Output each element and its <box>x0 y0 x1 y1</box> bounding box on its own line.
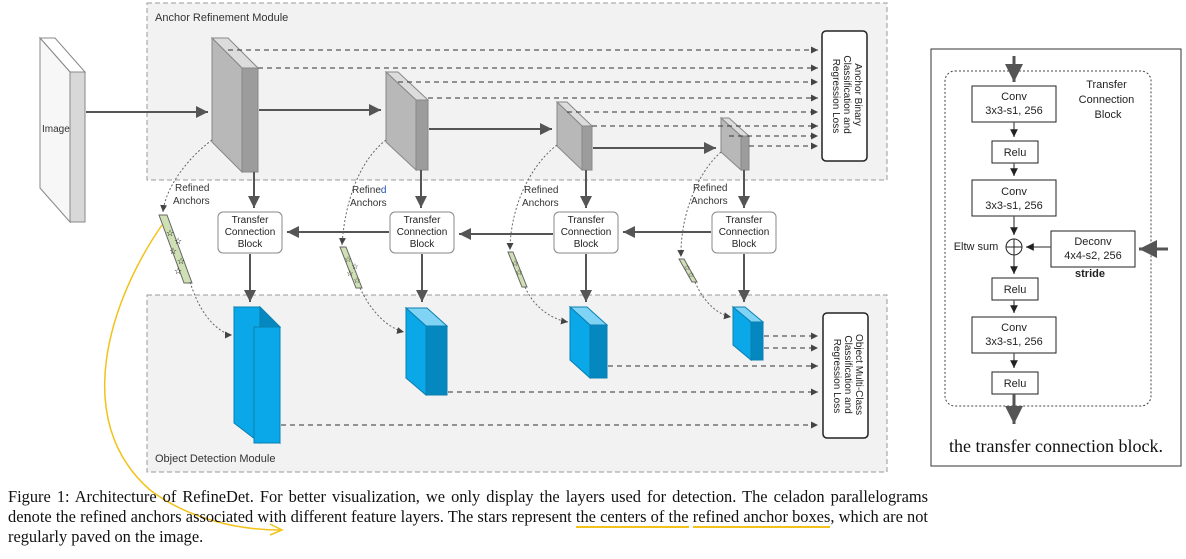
odm-feature-block-2 <box>404 306 449 397</box>
tcb-relu2-box: Relu <box>991 277 1039 301</box>
refined-anchors-label-3: Refined Anchors <box>522 185 561 209</box>
svg-text:☆: ☆ <box>511 259 518 268</box>
odm-loss-dashed-arrows <box>281 332 818 429</box>
odm-feature-block-1 <box>232 305 282 445</box>
svg-text:Relu: Relu <box>1004 284 1027 296</box>
refined-anchor-parallelogram-2: ☆ ☆ ☆ ☆ <box>339 246 363 289</box>
tcb-relu3-box: Relu <box>991 371 1039 395</box>
svg-text:☆: ☆ <box>515 268 522 277</box>
tcb-detail-dotted-frame <box>944 70 1152 407</box>
svg-text:Relu: Relu <box>1004 378 1027 390</box>
odm-feature-block-3 <box>568 305 609 380</box>
refined-anchor-dotted-arrows <box>160 139 732 339</box>
arm-loss-label: Anchor Binary Classification and Regress… <box>830 55 863 136</box>
svg-text:☆: ☆ <box>688 271 694 279</box>
tcb-chain-arrows <box>287 226 711 240</box>
image-label: Image <box>42 124 70 135</box>
arm-feature-block-2 <box>384 70 430 172</box>
svg-text:Relu: Relu <box>1004 147 1027 159</box>
svg-text:☆: ☆ <box>174 266 182 276</box>
arm-loss-box <box>821 30 868 162</box>
arm-module-title: Anchor Refinement Module <box>155 12 288 24</box>
refined-anchor-parallelogram-1: ☆ ☆ ☆ ☆ ☆ <box>158 214 193 284</box>
caption-highlight-1: the centers of the <box>575 507 689 528</box>
svg-text:☆: ☆ <box>344 255 351 264</box>
arm-loss-dashed-arrows <box>228 46 818 150</box>
arm-feature-block-4 <box>719 116 751 172</box>
arm-feature-block-1 <box>210 36 260 174</box>
refined-anchor-parallelogram-3: ☆ ☆ <box>507 251 528 288</box>
figure-caption: Figure 1: Architecture of RefineDet. For… <box>8 487 928 547</box>
caption-part1: Figure 1: Architecture of RefineDet. For… <box>8 487 928 526</box>
tcb-to-odm-arrows <box>244 254 750 302</box>
input-image: Image <box>38 36 87 224</box>
svg-text:☆: ☆ <box>353 276 360 285</box>
svg-text:☆: ☆ <box>346 269 353 278</box>
svg-text:☆: ☆ <box>351 262 358 271</box>
tcb-detail-title: Transfer Connection Block <box>1079 79 1138 121</box>
arm-module-frame <box>146 2 888 181</box>
refined-anchor-parallelogram-4: ☆ ☆ <box>678 258 698 283</box>
highlight-annotation-arrow <box>103 224 281 531</box>
refined-anchors-label-4: Refined Anchors <box>691 183 730 207</box>
odm-module-title: Object Detection Module <box>155 453 275 465</box>
tcb-relu1-box: Relu <box>991 140 1039 164</box>
tcb-detail-caption: the transfer connection block. <box>949 436 1163 456</box>
caption-part2: , which are not regularly paved on the i… <box>8 507 928 546</box>
odm-feature-block-4 <box>731 305 765 362</box>
refined-anchors-label-1: Refined Anchors <box>173 183 212 207</box>
svg-text:☆: ☆ <box>166 228 174 238</box>
svg-text:☆: ☆ <box>684 264 690 272</box>
arm-to-tcb-arrows <box>248 170 750 208</box>
tcb-eltw-sum: Eltw sum <box>954 238 1023 256</box>
svg-text:stride: stride <box>1075 268 1105 280</box>
highlight-arrowhead <box>269 523 284 536</box>
tcb-detail-arrows <box>1005 56 1168 424</box>
svg-text:Eltw sum: Eltw sum <box>954 241 999 253</box>
refined-anchors-label-2: Refined Anchors <box>350 185 389 209</box>
arm-feature-block-3 <box>555 100 594 172</box>
svg-text:☆: ☆ <box>174 236 182 246</box>
caption-highlight-2: refined anchor boxes <box>692 507 831 528</box>
odm-loss-label: Object Multi-Class Classification and Re… <box>831 334 864 418</box>
svg-text:☆: ☆ <box>177 256 185 266</box>
svg-text:☆: ☆ <box>169 246 177 256</box>
odm-loss-box <box>822 312 869 439</box>
